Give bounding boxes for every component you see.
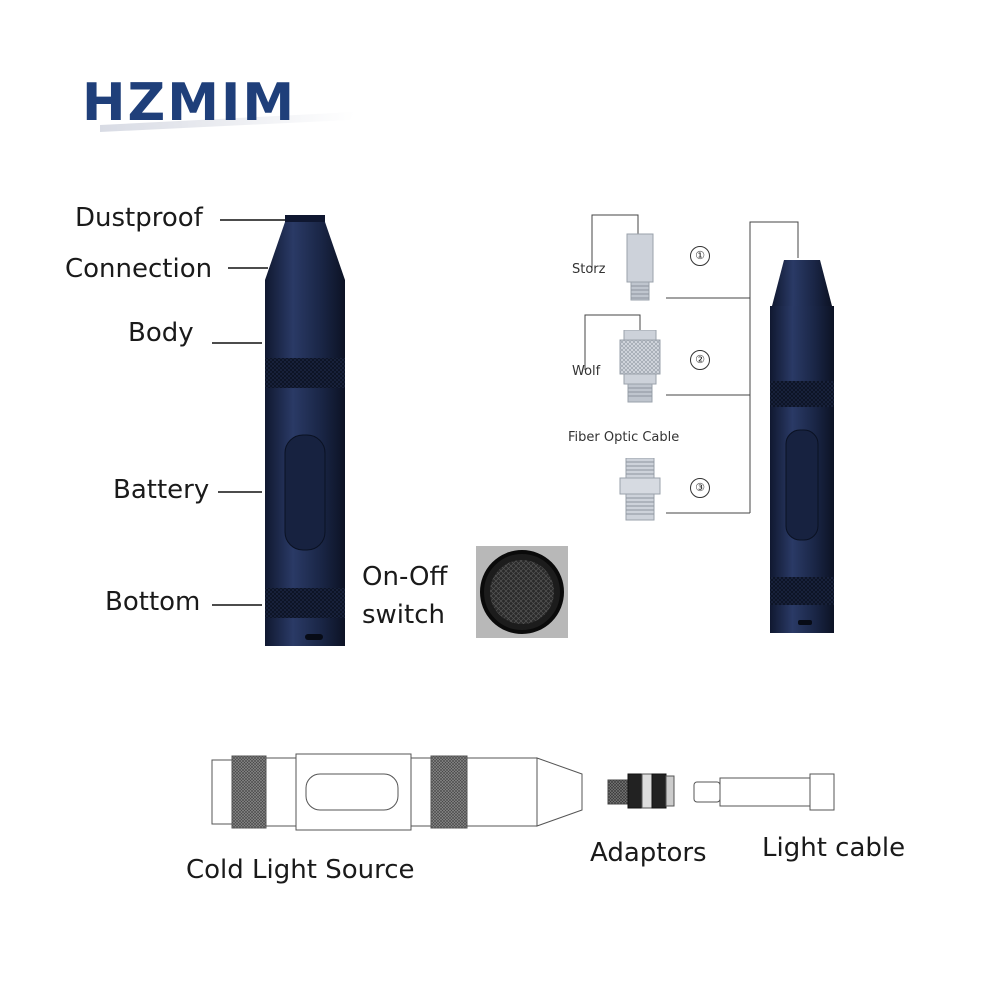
label-adaptors: Adaptors [590, 838, 707, 868]
cold-light-source-outline [211, 753, 583, 831]
label-body: Body [128, 318, 194, 348]
label-bottom: Bottom [105, 587, 201, 617]
adaptor-name-fiber-optic-cable: Fiber Optic Cable [568, 430, 680, 445]
label-dustproof: Dustproof [75, 203, 203, 233]
adaptor-name-wolf: Wolf [572, 364, 601, 379]
switch-label-line2: switch [362, 600, 446, 630]
adaptors-illustration [607, 773, 675, 809]
main-light-source-illustration [265, 215, 345, 646]
label-connection: Connection [65, 254, 213, 284]
fiber-optic-adaptor-illustration [619, 458, 661, 521]
label-battery: Battery [113, 475, 210, 505]
logo-text: HZMIM [82, 73, 296, 133]
assembled-light-source-illustration [770, 260, 834, 633]
light-cable-outline [693, 773, 835, 811]
adaptor-number-fiber-optic-cable: ③ [690, 478, 710, 498]
on-off-switch-photo [476, 546, 568, 638]
label-light-cable: Light cable [762, 833, 906, 863]
label-on-off-switch: On-Off switch [362, 558, 447, 634]
adaptor-name-storz: Storz [572, 262, 606, 277]
wolf-adaptor-illustration [619, 330, 661, 403]
adaptor-number-wolf: ② [690, 350, 710, 370]
label-cold-light-source: Cold Light Source [186, 855, 415, 885]
switch-label-line1: On-Off [362, 562, 448, 592]
adaptor-number-storz: ① [690, 246, 710, 266]
storz-adaptor-illustration [626, 233, 654, 301]
hzmim-logo: HZMIM [82, 73, 355, 133]
